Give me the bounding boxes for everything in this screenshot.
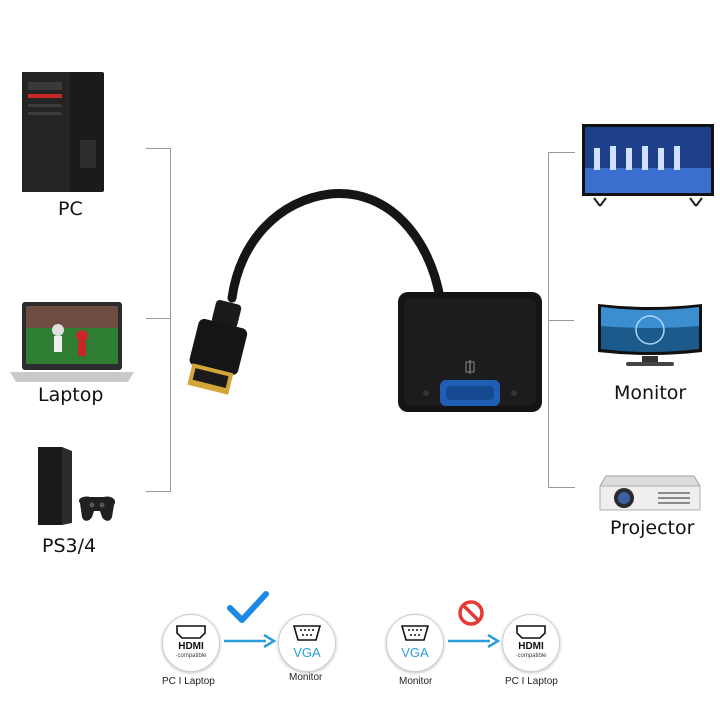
- prohibited-icon: [458, 600, 484, 626]
- hdmi-source-label: HDMI: [178, 641, 204, 652]
- curved-monitor-image: [598, 304, 702, 366]
- supported-from-caption: PC I Laptop: [162, 676, 215, 687]
- vga-port-icon: [293, 625, 321, 641]
- vga-source-label: VGA: [401, 645, 429, 660]
- hdmi-target-circle: HDMI ·compatible: [502, 614, 560, 672]
- projector-image: [599, 475, 701, 511]
- hdmi-port-icon: [176, 625, 206, 639]
- laptop-image: [10, 302, 134, 382]
- ps-console-image: [38, 447, 116, 525]
- hdmi-target-label: HDMI: [518, 641, 544, 652]
- tv-monitor-image: [582, 124, 714, 207]
- vga-target-label: VGA: [293, 645, 321, 660]
- arrow-icon-2: [448, 634, 500, 648]
- monitor-label: Monitor: [614, 382, 687, 404]
- arrow-icon: [224, 634, 276, 648]
- vga-target-circle: VGA: [278, 614, 336, 672]
- hdmi-source-circle: HDMI ·compatible: [162, 614, 220, 672]
- vga-port-icon-2: [401, 625, 429, 641]
- ps-label: PS3/4: [42, 535, 97, 557]
- supported-to-caption: Monitor: [289, 672, 323, 683]
- hdmi-target-sub: ·compatible: [515, 653, 547, 659]
- vga-source-circle: VGA: [386, 614, 444, 672]
- check-icon: [227, 591, 269, 623]
- right-bracket-mid: [548, 320, 574, 321]
- hdmi-vga-adapter-image: [187, 189, 542, 412]
- left-bracket: [146, 148, 171, 492]
- hdmi-port-icon-2: [516, 625, 546, 639]
- unsupported-to-caption: PC I Laptop: [505, 676, 558, 687]
- left-bracket-mid: [146, 318, 170, 319]
- projector-label: Projector: [610, 517, 695, 539]
- hdmi-source-sub: ·compatible: [175, 653, 207, 659]
- pc-label: PC: [58, 198, 83, 220]
- pc-tower-image: [22, 72, 104, 192]
- laptop-label: Laptop: [38, 384, 104, 406]
- unsupported-from-caption: Monitor: [399, 676, 433, 687]
